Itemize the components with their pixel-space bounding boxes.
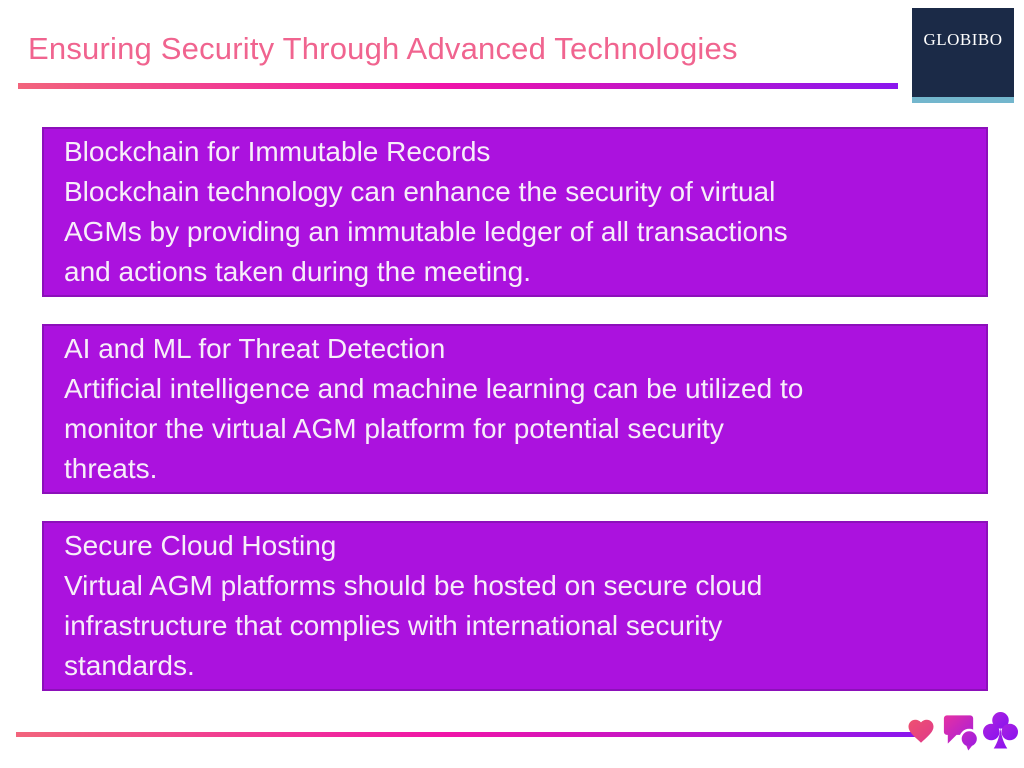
chat-bubbles-icon [943, 715, 979, 751]
footer-gradient-rule [16, 732, 915, 737]
page-title: Ensuring Security Through Advanced Techn… [28, 31, 738, 66]
footer-icons [906, 710, 1018, 752]
info-box-blockchain: Blockchain for Immutable Records Blockch… [42, 127, 988, 297]
info-box-body: Virtual AGM platforms should be hosted o… [64, 570, 763, 681]
info-box-body: Blockchain technology can enhance the se… [64, 176, 788, 287]
info-box-cloud-hosting: Secure Cloud Hosting Virtual AGM platfor… [42, 521, 988, 691]
info-box-heading: AI and ML for Threat Detection [64, 333, 446, 364]
info-box-heading: Blockchain for Immutable Records [64, 136, 491, 167]
info-box-heading: Secure Cloud Hosting [64, 530, 337, 561]
heart-icon [908, 719, 934, 743]
title-gradient-rule [18, 83, 898, 89]
club-icon [983, 712, 1018, 749]
globibo-logo: GLOBIBO [912, 8, 1014, 103]
info-box-ai-ml: AI and ML for Threat Detection Artificia… [42, 324, 988, 494]
info-box-body: Artificial intelligence and machine lear… [64, 373, 804, 484]
globibo-logo-accent-bar [912, 97, 1014, 103]
globibo-logo-text: GLOBIBO [923, 30, 1003, 49]
